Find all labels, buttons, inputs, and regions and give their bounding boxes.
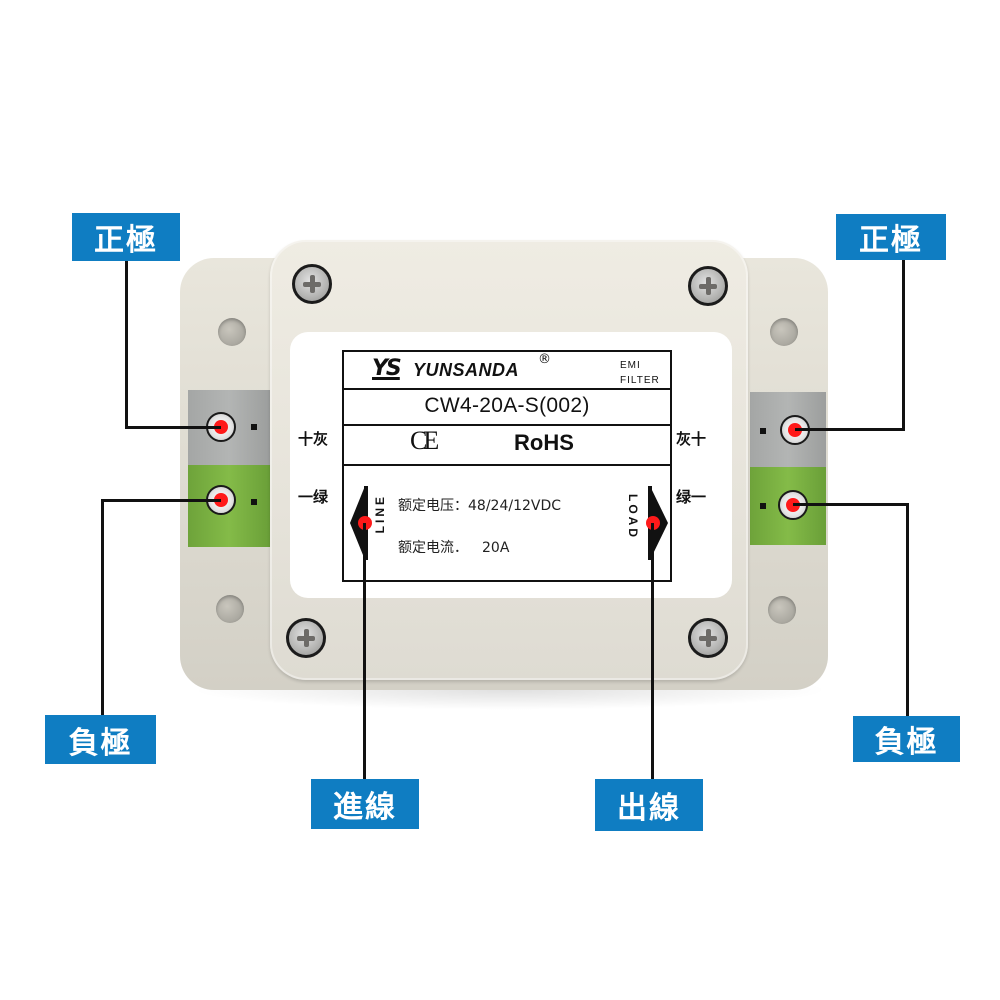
spec-value: 48/24/12VDC bbox=[468, 498, 562, 514]
lid-screw-top-right bbox=[688, 266, 728, 306]
right-negative-label: 绿一 bbox=[676, 488, 707, 506]
leader-line bbox=[793, 503, 908, 506]
left-negative-label: 一绿 bbox=[298, 488, 329, 506]
rohs-mark: RoHS bbox=[514, 430, 574, 455]
product-type: EMI FILTER bbox=[620, 358, 660, 388]
spec-label: 额定电压： bbox=[398, 498, 468, 514]
red-marker-icon bbox=[214, 420, 228, 434]
brand-logo: YS bbox=[372, 356, 402, 381]
mounting-hole-top-left bbox=[218, 318, 246, 346]
product-type-line2: FILTER bbox=[620, 375, 660, 386]
red-marker-icon bbox=[214, 493, 228, 507]
spec-rated-voltage: 额定电压：48/24/12VDC bbox=[398, 495, 561, 515]
terminal-mark-icon bbox=[251, 424, 257, 430]
leader-line bbox=[101, 499, 104, 715]
lid-screw-bottom-right bbox=[688, 618, 728, 658]
right-positive-label: 灰十 bbox=[676, 430, 707, 448]
leader-line bbox=[651, 523, 654, 781]
model-number: CW4-20A-S(002) bbox=[424, 394, 590, 417]
line-label: LINE bbox=[373, 494, 387, 534]
leader-line bbox=[101, 499, 221, 502]
lid-screw-bottom-left bbox=[286, 618, 326, 658]
label-frame bbox=[342, 350, 672, 582]
spec-label: 额定电流． bbox=[398, 540, 468, 556]
brand-name: YUNSANDA bbox=[413, 360, 520, 380]
terminal-mark-icon bbox=[760, 428, 766, 434]
spec-value: 20A bbox=[482, 540, 510, 556]
left-positive-label: 十灰 bbox=[298, 430, 329, 448]
callout-positive-right: 正極 bbox=[836, 214, 946, 260]
terminal-mark-icon bbox=[251, 499, 257, 505]
callout-output-line: 出線 bbox=[595, 779, 703, 831]
registered-trademark-icon: ® bbox=[538, 352, 551, 367]
lid-screw-top-left bbox=[292, 264, 332, 304]
leader-line bbox=[125, 260, 128, 428]
leader-line bbox=[795, 428, 905, 431]
leader-line bbox=[906, 503, 909, 716]
terminal-mark-icon bbox=[760, 503, 766, 509]
mounting-hole-bottom-left bbox=[216, 595, 244, 623]
ce-mark-icon: CE bbox=[410, 426, 439, 455]
load-label: LOAD bbox=[626, 494, 640, 540]
product-type-line1: EMI bbox=[620, 360, 641, 371]
leader-line bbox=[902, 258, 905, 430]
callout-positive-left: 正極 bbox=[72, 213, 180, 261]
callout-negative-left: 負極 bbox=[45, 715, 156, 764]
spec-rated-current: 额定电流． 20A bbox=[398, 537, 509, 557]
callout-negative-right: 負極 bbox=[853, 716, 960, 762]
callout-input-line: 進線 bbox=[311, 779, 419, 829]
left-negative-terminal-screw[interactable] bbox=[206, 485, 236, 515]
leader-line bbox=[125, 426, 221, 429]
mounting-hole-top-right bbox=[770, 318, 798, 346]
mounting-hole-bottom-right bbox=[768, 596, 796, 624]
leader-line bbox=[363, 523, 366, 781]
